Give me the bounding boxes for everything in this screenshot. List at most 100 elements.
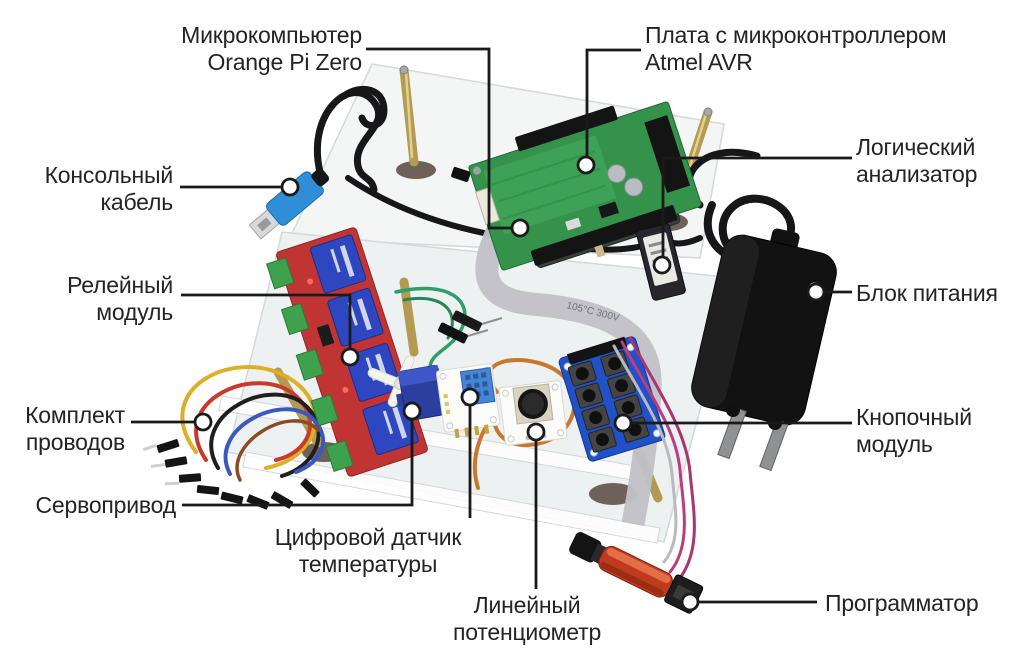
mount-hole [551,383,559,391]
leader-orange-pi [366,47,511,230]
wire-kit-connectors [142,439,320,510]
terminal-block [310,394,339,427]
jumper-wire [180,365,318,470]
label-temp-sensor: Цифровой датчик температуры [274,524,462,577]
marker-orange-pi [510,218,530,238]
terminal-block [266,257,295,290]
pin [454,428,460,439]
servo-top [398,364,441,387]
dupont-connector [438,322,468,344]
dupont-connector [178,473,202,483]
relay [310,234,367,294]
body-highlight [606,547,671,584]
rod-highlight [404,71,414,159]
felt-pad [396,161,436,179]
plug-pin [759,418,789,472]
label-potentiometer: Линейный потенциометр [452,592,602,645]
marker-wire-kit [193,412,213,432]
pin [484,424,490,434]
pin-header [530,205,678,266]
leader-relay-module [181,293,352,348]
marker-power-supply [806,282,826,302]
usb-slot [257,217,272,232]
solder-pad [444,401,450,407]
leader-markers [193,155,826,612]
leader-avr-board [585,48,641,156]
leader-servo [182,420,414,507]
felt-pad [589,483,637,505]
led [307,278,314,285]
tact-button [607,372,636,399]
tact-button [581,404,611,431]
tact-button [588,426,617,453]
label-wire-kit: Комплект проводов [25,402,125,455]
cable-clip [451,166,471,182]
ic-chip [598,201,619,219]
dupont-connector [220,491,244,505]
label-orange-pi: Микрокомпьютер Orange Pi Zero [181,22,362,75]
marker-temp-sensor [460,387,480,407]
dupont-connector [452,310,482,332]
standoff-rod [399,277,419,357]
jumper-wire [209,392,321,478]
tact-switch [565,217,582,231]
marker-logic-analyzer [652,255,672,275]
dupont-connector [246,494,270,510]
dupont-connector [164,456,188,468]
marker-console-cable [280,177,300,197]
wire [628,336,696,580]
pin-base [726,403,740,417]
proto-row [491,150,596,186]
marker-potentiometer [526,422,546,442]
power-supply-photo [691,228,837,472]
white-connector [474,187,500,226]
tact-button [574,382,604,409]
label-line [648,240,665,248]
marker-avr-board [576,155,596,175]
sheen [691,234,759,408]
label-relay-module: Релейный модуль [67,272,173,325]
pin-header-block [644,115,690,193]
dupont-connector [156,439,180,453]
label-avr-board: Плата с микроконтроллером Atmel AVR [645,22,947,75]
pin-tip [150,463,166,468]
pin-header [515,105,618,152]
marker-button-module [613,413,633,433]
terminal-block [295,348,325,381]
jumper-wire [223,407,326,476]
label-console-cable: Консольный кабель [44,162,174,215]
label-button-module: Кнопочный модуль [856,404,972,457]
console-cable-photo [248,168,330,240]
ic-chip [316,323,335,347]
console-cable-wire [340,85,388,129]
capacitor [607,164,627,184]
terminal-block [280,302,310,336]
pin-tip [142,443,157,452]
dupont-connector [300,478,320,498]
label-programmer: Программатор [825,590,979,616]
mount-hole [446,422,454,430]
led [342,386,349,393]
mount-hole [439,372,447,380]
pink-wires [612,336,696,580]
pin-tip [164,481,180,486]
label-power-supply: Блок питания [856,280,998,306]
marker-programmer [680,592,700,612]
cable-boot [311,168,330,187]
pin-tip [481,317,503,325]
acrylic-bottom-edge [242,451,661,544]
marker-servo [402,401,422,421]
label-logic-analyzer: Логический анализатор [856,134,978,187]
tact-button [567,360,597,387]
leader-lines [131,47,852,604]
leader-logic-analyzer [661,156,852,256]
dupont-connector [196,484,220,496]
jumper-wire [235,419,320,482]
pot-knob-top [521,392,544,415]
mount-hole [507,435,515,443]
wire [612,344,678,564]
pin-header [566,336,628,365]
pin-tip [467,329,489,337]
